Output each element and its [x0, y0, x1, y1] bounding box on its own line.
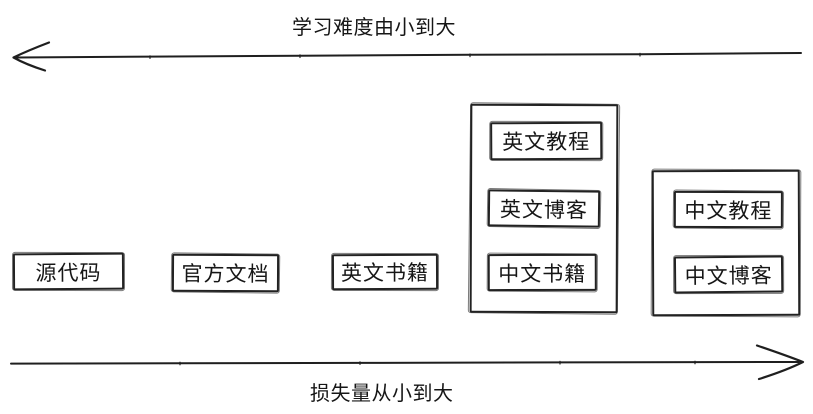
box-english-books: 英文书籍	[331, 253, 439, 291]
box-english-tutorials-label: 英文教程	[502, 129, 591, 155]
box-official-docs-label: 官方文档	[181, 261, 270, 287]
left-arrowhead-icon	[12, 41, 51, 72]
group-english-resources: 英文教程 英文博客 中文书籍	[469, 103, 619, 314]
box-chinese-blogs: 中文博客	[673, 255, 784, 294]
group-chinese-resources: 中文教程 中文博客	[651, 169, 801, 317]
left-arrow-line	[15, 52, 802, 59]
box-chinese-tutorials-label: 中文教程	[684, 198, 773, 223]
box-official-docs: 官方文档	[171, 253, 280, 293]
box-english-tutorials: 英文教程	[490, 121, 603, 161]
right-arrowhead-icon	[755, 344, 805, 381]
top-axis-label: 学习难度由小到大	[292, 15, 456, 39]
box-chinese-blogs-label: 中文博客	[684, 263, 773, 288]
box-english-blogs-label: 英文博客	[499, 197, 589, 222]
bottom-line-ticks	[179, 360, 696, 366]
box-chinese-tutorials: 中文教程	[673, 190, 783, 229]
top-line-ticks	[149, 52, 641, 59]
box-english-blogs: 英文博客	[487, 189, 601, 228]
box-chinese-books: 中文书籍	[487, 253, 597, 292]
box-source-code-label: 源代码	[35, 260, 102, 285]
right-arrow-line	[10, 361, 800, 365]
box-chinese-books-label: 中文书籍	[498, 261, 587, 286]
box-english-books-label: 英文书籍	[340, 260, 430, 286]
bottom-axis-label: 损失量从小到大	[310, 381, 454, 405]
box-source-code: 源代码	[12, 252, 125, 291]
